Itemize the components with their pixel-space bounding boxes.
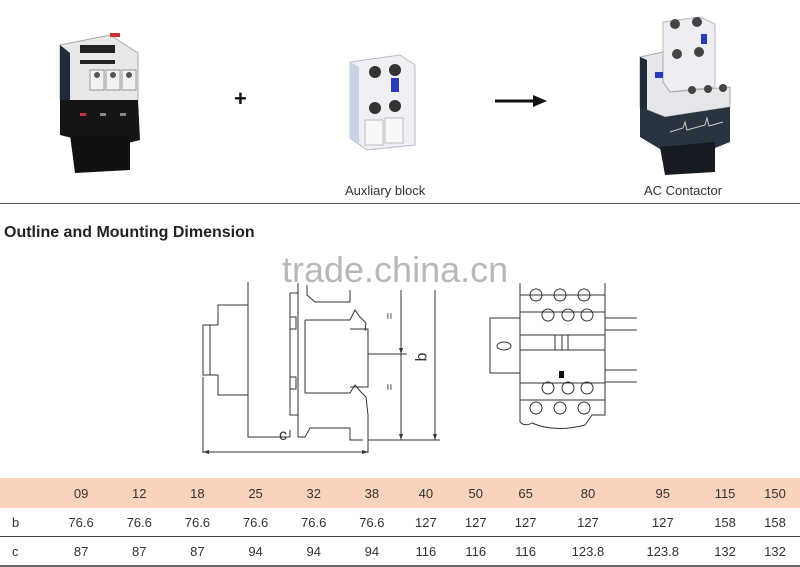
table-row: b 76.6 76.6 76.6 76.6 76.6 76.6 127 127 … <box>0 508 800 537</box>
table-cell: 76.6 <box>284 508 343 537</box>
table-header-cell: 32 <box>284 478 343 508</box>
table-header-cell: 18 <box>168 478 227 508</box>
section-title: Outline and Mounting Dimension <box>4 224 255 241</box>
ac-contactor-image <box>639 16 731 175</box>
arrow-icon <box>495 95 547 107</box>
side-outline-drawing <box>202 282 440 454</box>
dimension-table: 09 12 18 25 32 38 40 50 65 80 95 115 150… <box>0 478 800 567</box>
table-cell: 127 <box>550 508 626 537</box>
table-cell: 76.6 <box>110 508 169 537</box>
table-cell: 127 <box>500 508 551 537</box>
ac-contactor-caption: AC Contactor <box>644 183 723 198</box>
equal-mark-upper: = <box>382 312 397 320</box>
table-header-cell: 50 <box>450 478 501 508</box>
table-header-cell: 40 <box>400 478 451 508</box>
table-cell: 76.6 <box>342 508 401 537</box>
table-cell: 127 <box>625 508 701 537</box>
auxiliary-block-caption: Auxliary block <box>345 183 426 198</box>
table-header-cell: 25 <box>226 478 285 508</box>
top-divider <box>0 203 800 204</box>
table-cell: 76.6 <box>52 508 111 537</box>
auxiliary-block-image <box>349 54 416 151</box>
plus-symbol: + <box>234 86 247 111</box>
table-header-cell: 80 <box>550 478 626 508</box>
table-header-cell: 150 <box>750 478 800 508</box>
dimension-b-label: b <box>413 352 431 362</box>
table-header-cell: 95 <box>625 478 701 508</box>
row-label: b <box>0 508 52 537</box>
table-header-cell: 38 <box>342 478 401 508</box>
table-cell: 158 <box>750 508 800 537</box>
table-header-cell: 12 <box>110 478 169 508</box>
dimension-c-label: c <box>279 427 287 444</box>
table-header-cell: 65 <box>500 478 551 508</box>
watermark: trade.china.cn <box>282 249 509 290</box>
contactor-base-image <box>59 33 140 173</box>
table-cell: 127 <box>400 508 451 537</box>
table-header-cell: 09 <box>52 478 111 508</box>
front-outline-drawing <box>489 283 637 429</box>
table-header-cell: 115 <box>700 478 750 508</box>
table-cell: 158 <box>700 508 750 537</box>
equal-mark-lower: = <box>382 383 397 391</box>
table-cell: 76.6 <box>168 508 227 537</box>
table-cell: 127 <box>450 508 501 537</box>
table-header-row: 09 12 18 25 32 38 40 50 65 80 95 115 150 <box>0 478 800 508</box>
table-cell: 76.6 <box>226 508 285 537</box>
table-header-cell <box>0 478 52 508</box>
